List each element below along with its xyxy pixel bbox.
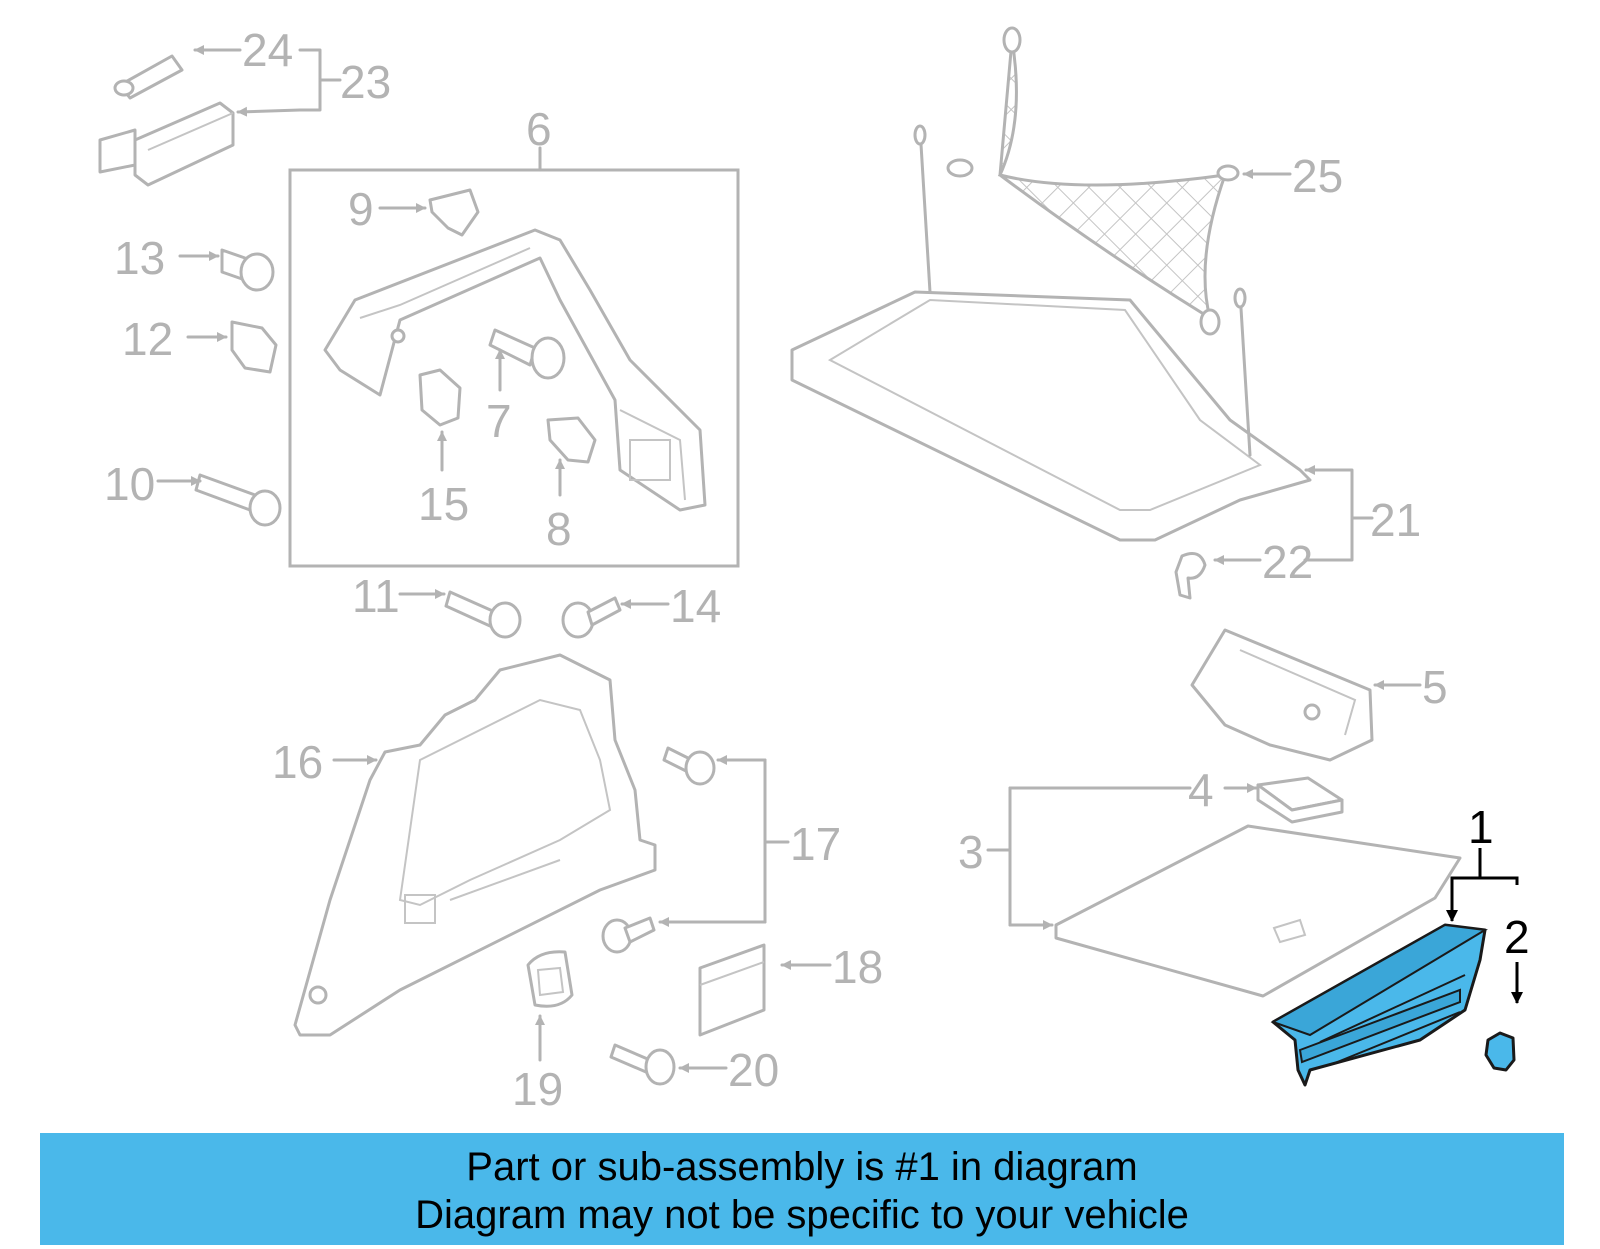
callout-3: 3 xyxy=(958,826,984,878)
callout-18: 18 xyxy=(832,941,883,993)
part-9-clip xyxy=(428,188,480,237)
part-13-grommet xyxy=(220,248,275,292)
callout-23: 23 xyxy=(340,56,391,108)
part-3-floor-board xyxy=(1054,824,1462,998)
group-box-6 xyxy=(288,168,740,568)
callout-11: 11 xyxy=(352,570,400,622)
callout-6: 6 xyxy=(526,103,552,155)
part-4-pad xyxy=(1256,776,1344,824)
callout-21: 21 xyxy=(1370,494,1421,546)
callout-7: 7 xyxy=(486,395,512,447)
part-1-trim-panel xyxy=(1270,923,1488,1087)
callout-9: 9 xyxy=(348,183,374,235)
callout-8: 8 xyxy=(546,503,572,555)
callout-25: 25 xyxy=(1292,150,1343,202)
part-18-plate xyxy=(698,943,766,1037)
part-5-bracket xyxy=(1190,628,1374,762)
part-2-clip xyxy=(1484,1031,1516,1072)
callout-20: 20 xyxy=(728,1044,779,1096)
part-24-bulb xyxy=(113,54,184,100)
callout-10: 10 xyxy=(104,458,155,510)
part-15-clip xyxy=(418,368,462,427)
info-banner: Part or sub-assembly is #1 in diagram Di… xyxy=(40,1133,1564,1245)
banner-line-1: Part or sub-assembly is #1 in diagram xyxy=(466,1145,1138,1189)
callout-17: 17 xyxy=(790,818,841,870)
callout-13: 13 xyxy=(114,232,165,284)
callout-22: 22 xyxy=(1262,536,1313,588)
callout-5: 5 xyxy=(1422,661,1448,713)
callout-14: 14 xyxy=(670,580,721,632)
part-19-cover xyxy=(526,950,574,1008)
callout-2: 2 xyxy=(1504,911,1530,963)
part-17-screw-upper xyxy=(662,746,716,786)
part-17-screw-lower xyxy=(601,916,656,954)
part-21-tonneau-cover xyxy=(790,124,1312,542)
callout-19: 19 xyxy=(512,1063,563,1115)
part-10-bolt xyxy=(194,473,282,527)
callout-4: 4 xyxy=(1188,764,1214,816)
callout-1: 1 xyxy=(1468,801,1494,853)
callout-16: 16 xyxy=(272,736,323,788)
banner-line-2: Diagram may not be specific to your vehi… xyxy=(415,1193,1189,1237)
callout-24: 24 xyxy=(242,24,293,76)
part-8-clip xyxy=(546,416,597,464)
part-22-hook xyxy=(1174,552,1207,600)
part-11-screw xyxy=(444,590,522,639)
callout-12: 12 xyxy=(122,313,173,365)
part-23-lamp xyxy=(98,101,235,187)
part-7-screw xyxy=(488,328,566,380)
part-25-cargo-net xyxy=(946,26,1240,336)
callout-15: 15 xyxy=(418,478,469,530)
part-16-quarter-trim xyxy=(293,653,657,1037)
part-14-screw xyxy=(561,596,622,639)
part-20-screw xyxy=(609,1043,676,1086)
part-6-quarter-panel xyxy=(323,228,707,512)
part-12-nut xyxy=(230,320,278,374)
